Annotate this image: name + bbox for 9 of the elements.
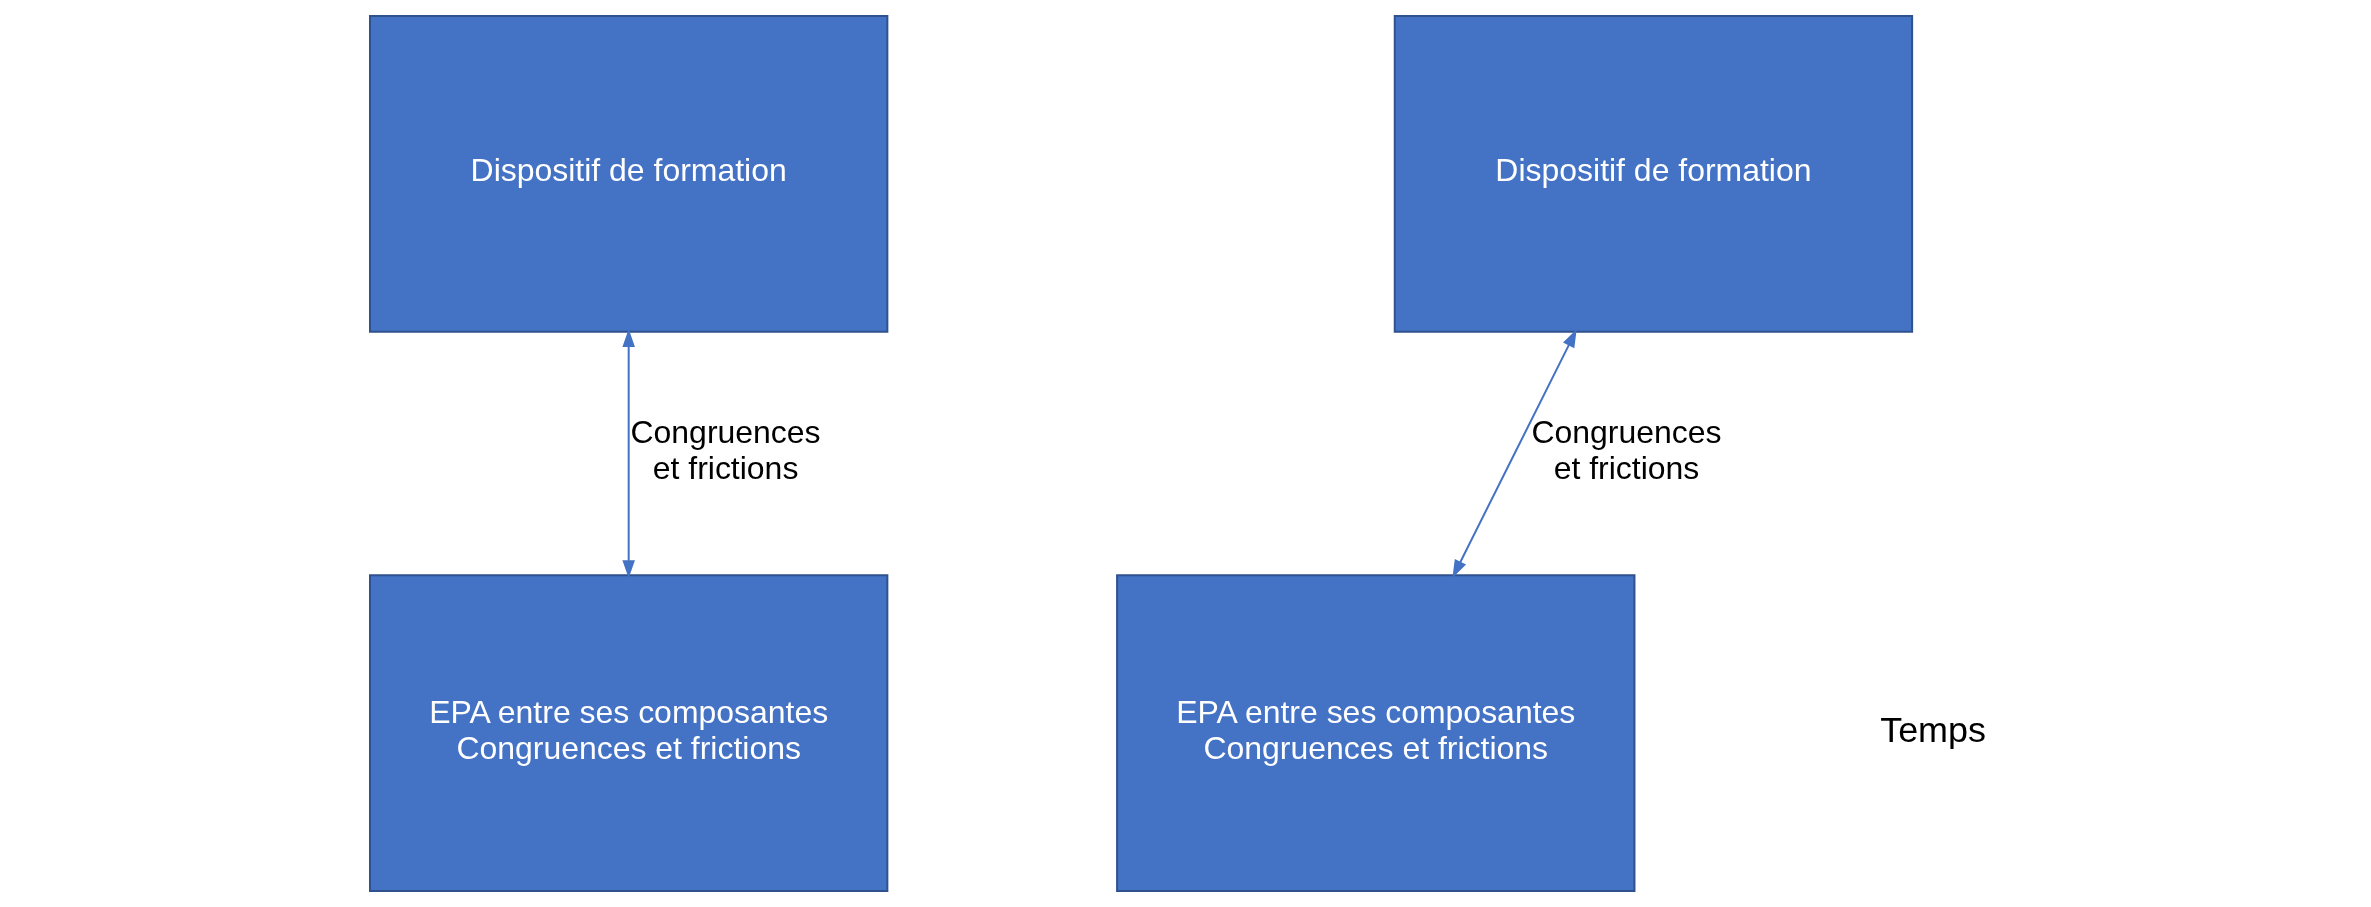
node-box: EPA entre ses composantes Congruences et frictions (1115, 574, 1635, 892)
label: Temps (1879, 708, 1986, 750)
node-box: Dispositif de formation (1393, 15, 1913, 333)
arrow (621, 329, 635, 579)
edge-label: Congruences et frictions (630, 414, 821, 487)
node-box: Dispositif de formation (368, 15, 888, 333)
node-box: EPA entre ses composantes Congruences et frictions (368, 574, 888, 892)
arrow (1451, 329, 1577, 578)
edge-label: Congruences et frictions (1530, 414, 1721, 487)
